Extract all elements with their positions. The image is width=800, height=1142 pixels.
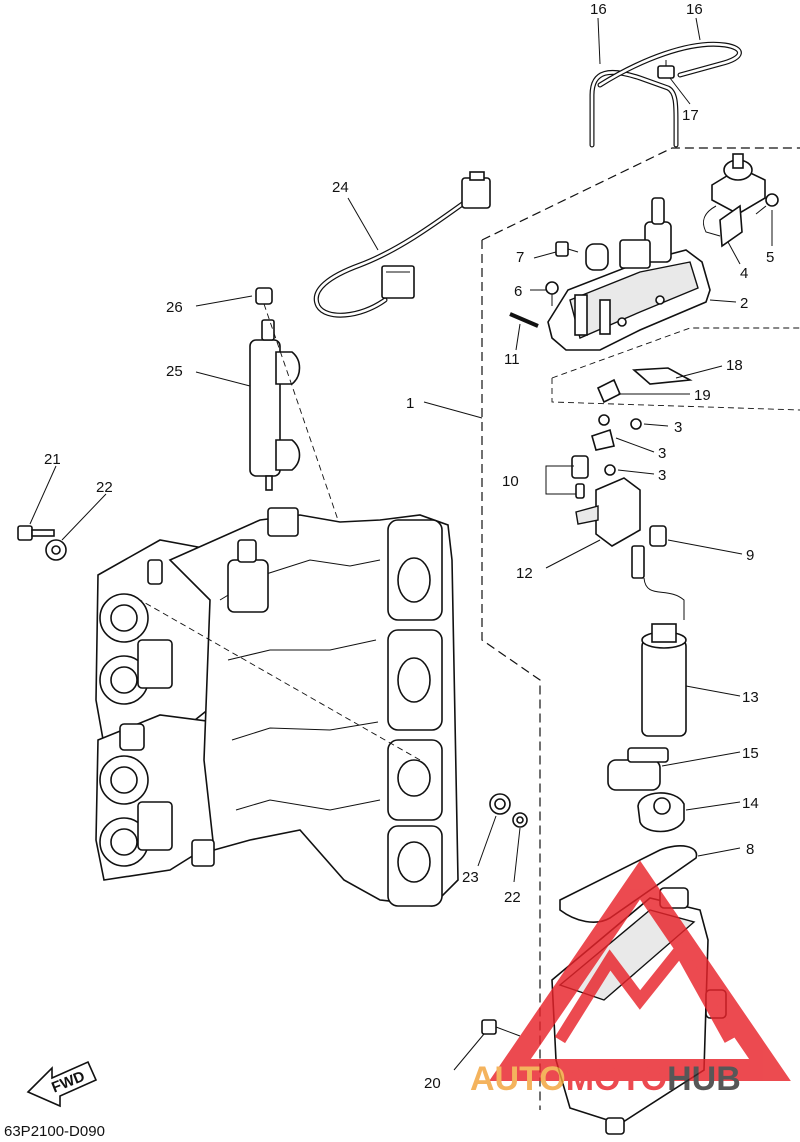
plate-18-19 <box>596 367 693 404</box>
holder-12 <box>575 477 641 547</box>
callout-22: 22 <box>96 479 113 496</box>
screw-6 <box>545 281 559 306</box>
pressure-regulator-4 <box>702 153 766 248</box>
bracket-14 <box>637 792 685 833</box>
grommet-23 <box>489 793 511 815</box>
drawing-code: 63P2100-D090 <box>4 1123 105 1140</box>
washer-22 <box>45 539 67 561</box>
logo-text-auto: AUTO <box>470 1060 566 1098</box>
vapor-separator-cover-2 <box>547 197 711 351</box>
joint-17 <box>657 60 675 79</box>
screw-5 <box>755 193 779 215</box>
callout-2: 2 <box>740 295 748 312</box>
callout-14: 14 <box>742 795 759 812</box>
fuel-pump-13 <box>641 577 687 737</box>
callout-9: 9 <box>746 547 754 564</box>
callout-6: 6 <box>514 283 522 300</box>
callout-12: 12 <box>516 565 533 582</box>
callout-3: 3 <box>658 445 666 462</box>
callout-5: 5 <box>766 249 774 266</box>
fwd-arrow-icon: FWD <box>26 1060 98 1108</box>
fuel-hose-16 <box>589 41 742 148</box>
callout-17: 17 <box>682 107 699 124</box>
intake-manifold <box>95 507 459 907</box>
screws-3 <box>591 414 642 476</box>
callout-7: 7 <box>516 249 524 266</box>
callout-18: 18 <box>726 357 743 374</box>
callout-20: 20 <box>424 1075 441 1092</box>
fuel-rail-25 <box>249 319 301 491</box>
callout-24: 24 <box>332 179 349 196</box>
callout-25: 25 <box>166 363 183 380</box>
filter-10 <box>571 455 589 499</box>
callout-22: 22 <box>504 889 521 906</box>
callout-labels: 16 16 17 24 7 4 5 6 2 26 11 18 25 19 1 3… <box>44 1 774 1092</box>
callout-21: 21 <box>44 451 61 468</box>
callout-13: 13 <box>742 689 759 706</box>
screw-20 <box>481 1019 521 1037</box>
callout-11: 11 <box>504 351 520 368</box>
callout-3: 3 <box>674 419 682 436</box>
callout-8: 8 <box>746 841 754 858</box>
callout-15: 15 <box>742 745 759 762</box>
assembly-outline-1 <box>481 147 800 1110</box>
callout-1: 1 <box>406 395 414 412</box>
callout-3: 3 <box>658 467 666 484</box>
bolt-21 <box>17 525 55 541</box>
callout-23: 23 <box>462 869 479 886</box>
logo-text-hub: HUB <box>667 1060 741 1098</box>
automotohub-logo: AUTOMOTOHUB <box>470 860 791 1098</box>
washer-22-lower <box>512 812 528 828</box>
callout-4: 4 <box>740 265 748 282</box>
pin-11 <box>509 312 539 328</box>
grommet-9 <box>631 525 667 579</box>
sensor-15 <box>607 747 669 791</box>
wire-harness-24 <box>313 171 491 318</box>
screw-7 <box>555 241 579 257</box>
svg-text:AUTOMOTOHUB: AUTOMOTOHUB <box>470 1060 741 1098</box>
logo-text-moto: MOTO <box>566 1060 667 1098</box>
callout-10: 10 <box>502 473 519 490</box>
callout-16: 16 <box>590 1 607 18</box>
callout-16: 16 <box>686 1 703 18</box>
callout-19: 19 <box>694 387 711 404</box>
callout-26: 26 <box>166 299 183 316</box>
bolt-26 <box>255 287 339 521</box>
leader-lines <box>29 17 773 1071</box>
